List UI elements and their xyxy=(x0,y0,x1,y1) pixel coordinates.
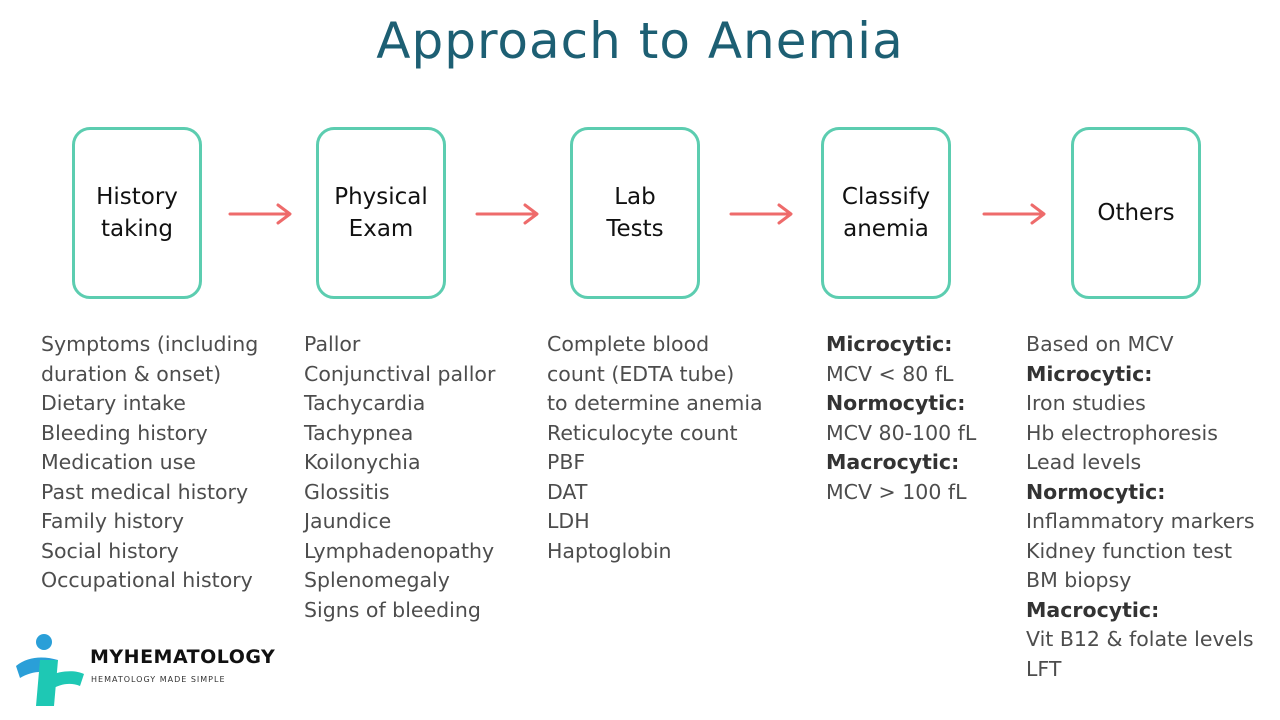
arrow-right-icon xyxy=(729,203,793,225)
category-heading: Microcytic: xyxy=(1026,361,1153,386)
list-item: Pallor xyxy=(304,332,361,356)
list-item: duration & onset) xyxy=(41,361,222,386)
list-item: Symptoms (including xyxy=(41,332,259,356)
step-label-lab-tests: Lab Tests xyxy=(606,184,664,242)
list-item: Jaundice xyxy=(304,509,392,533)
list-item: Reticulocyte count xyxy=(547,420,738,445)
arrow-right-icon xyxy=(475,203,539,225)
list-item: Lead levels xyxy=(1026,450,1142,474)
arrow-right-icon xyxy=(228,203,292,225)
column-history: Symptoms (including duration & onset) Diet… xyxy=(41,330,258,596)
list-item: Bleeding history xyxy=(41,420,208,445)
category-heading: Normocytic: xyxy=(826,391,966,415)
list-item: Glossitis xyxy=(304,479,390,504)
category-heading: Normocytic: xyxy=(1026,479,1166,504)
step-label-classify: Classify anemia xyxy=(841,184,931,242)
page-title: Approach to Anemia xyxy=(376,12,904,70)
brand-logo: MYHEMATOLOGY HEMATOLOGY MADE SIMPLE xyxy=(14,630,314,710)
list-item: Tachypnea xyxy=(304,420,414,445)
category-heading: Macrocytic: xyxy=(826,450,960,474)
step-box-others: Others xyxy=(1071,127,1201,299)
list-item: Tachycardia xyxy=(304,391,426,415)
step-box-history: History taking xyxy=(72,127,202,299)
list-item: Vit B12 & folate levels xyxy=(1026,627,1254,651)
list-item: Dietary intake xyxy=(41,391,186,415)
list-item: Medication use xyxy=(41,450,196,474)
step-box-classify: Classify anemia xyxy=(821,127,951,299)
list-item: Hb electrophoresis xyxy=(1026,420,1218,445)
list-item: Conjunctival pallor xyxy=(304,361,496,386)
step-label-physical-exam: Physical Exam xyxy=(334,184,428,242)
list-item: PBF xyxy=(547,450,586,474)
column-others: Based on MCV Microcytic: Iron studies Hb el… xyxy=(1026,330,1255,684)
list-item: Family history xyxy=(41,509,184,533)
list-item: Haptoglobin xyxy=(547,538,672,563)
list-item: Koilonychia xyxy=(304,450,421,474)
list-item: Iron studies xyxy=(1026,391,1146,415)
list-item: Past medical history xyxy=(41,479,249,504)
list-item: DAT xyxy=(547,479,588,504)
list-item: Social history xyxy=(41,538,179,563)
list-item: MCV > 100 fL xyxy=(826,479,967,504)
step-label-history: History taking xyxy=(96,184,178,242)
list-item: Signs of bleeding xyxy=(304,597,481,622)
column-lab-tests: Complete blood count (EDTA tube) to determ… xyxy=(547,330,763,566)
list-item: Occupational history xyxy=(41,568,253,592)
list-item: to determine anemia xyxy=(547,391,763,415)
list-item: LDH xyxy=(547,509,590,533)
list-item: LFT xyxy=(1026,656,1062,681)
person-cross-logo-icon xyxy=(16,634,84,706)
step-box-lab-tests: Lab Tests xyxy=(570,127,700,299)
list-item: Lymphadenopathy xyxy=(304,538,495,563)
column-classify: Microcytic: MCV < 80 fL Normocytic: MCV 80-… xyxy=(826,330,976,507)
brand-tagline: HEMATOLOGY MADE SIMPLE xyxy=(91,675,226,684)
category-heading: Microcytic: xyxy=(826,332,953,356)
list-item: MCV 80-100 fL xyxy=(826,420,977,445)
list-item: Inflammatory markers xyxy=(1026,509,1255,533)
list-item: Based on MCV xyxy=(1026,332,1174,356)
list-item: count (EDTA tube) xyxy=(547,361,735,386)
list-item: MCV < 80 fL xyxy=(826,361,954,386)
brand-name: MYHEMATOLOGY xyxy=(90,646,276,668)
list-item: Splenomegaly xyxy=(304,568,450,592)
step-box-physical-exam: Physical Exam xyxy=(316,127,446,299)
step-label-others: Others xyxy=(1097,200,1175,226)
list-item: Kidney function test xyxy=(1026,538,1233,563)
arrow-right-icon xyxy=(982,203,1046,225)
list-item: BM biopsy xyxy=(1026,568,1132,592)
list-item: Complete blood xyxy=(547,332,710,356)
category-heading: Macrocytic: xyxy=(1026,597,1160,622)
